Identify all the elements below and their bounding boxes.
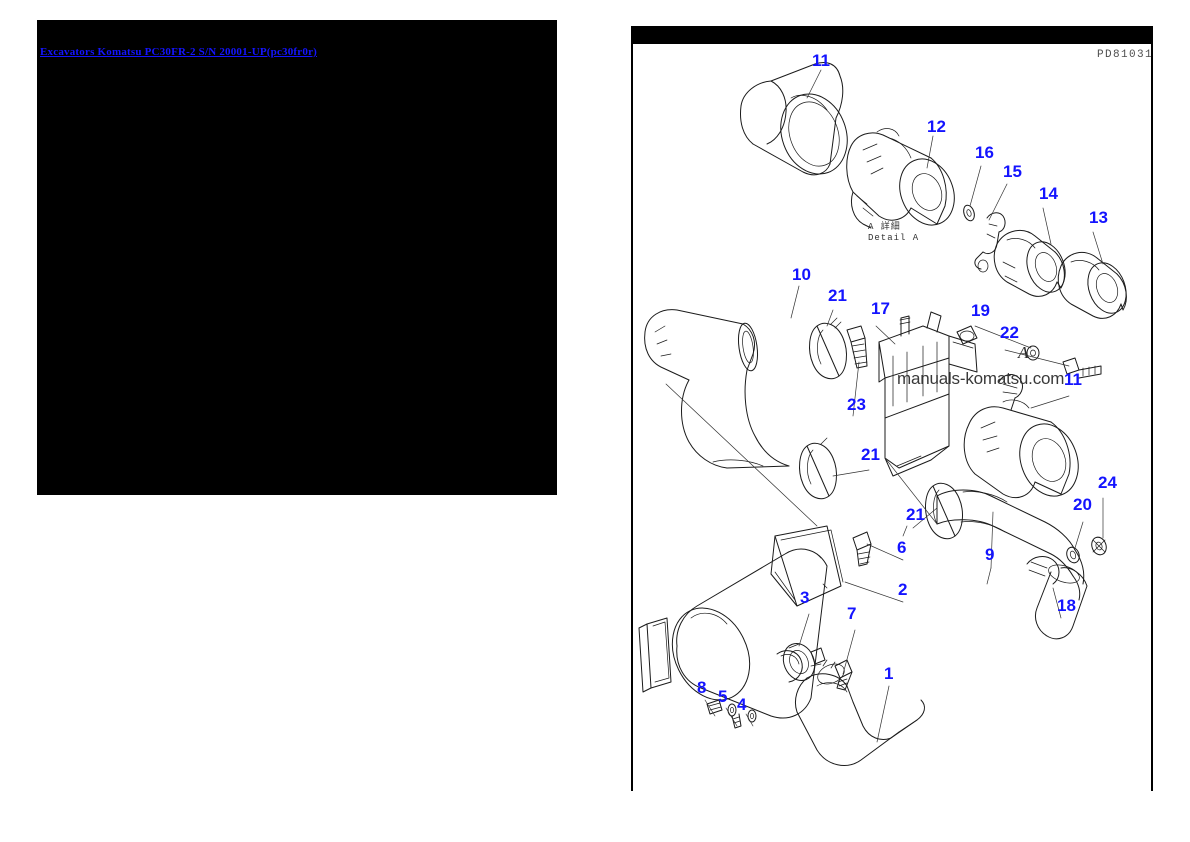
- part-4-washer: [748, 710, 756, 722]
- part-16-washer: [962, 204, 976, 222]
- callout-number-16: 16: [975, 143, 994, 162]
- callout-number-17: 17: [871, 299, 890, 318]
- muffler-assembly: [639, 549, 827, 718]
- part-20-small-clamp: [1065, 545, 1082, 564]
- callout-number-6: 6: [897, 538, 907, 557]
- callout-number-4: 4: [737, 695, 747, 714]
- callout-number-13: 13: [1089, 208, 1108, 227]
- callout-number-21: 21: [828, 286, 847, 305]
- callout-number-24: 24: [1098, 473, 1117, 492]
- callout-number-18: 18: [1057, 596, 1076, 615]
- section-marker-a-label: A: [1018, 343, 1029, 362]
- image-preview-panel: Excavators Komatsu PC30FR-2 S/N 20001-UP…: [37, 20, 557, 495]
- part-17-bracket-assembly: [879, 312, 977, 476]
- part-13-outer-element-cap: [1058, 252, 1133, 318]
- part-9-intake-hose-lower: [937, 490, 1084, 600]
- callout-number-2: 2: [898, 580, 908, 599]
- parts-diagram-frame: [631, 26, 1153, 791]
- callout-number-8: 8: [697, 678, 707, 697]
- part-21-hose-clamp-mid: [926, 483, 963, 538]
- callout-number-20: 20: [1073, 495, 1092, 514]
- callout-number-22: 22: [1000, 323, 1019, 342]
- part-22-bolt: [1063, 358, 1101, 378]
- part-8-bolt: [707, 700, 722, 714]
- callout-number-7: 7: [847, 604, 857, 623]
- callout-number-9: 9: [985, 545, 995, 564]
- leader-lines: [666, 70, 1103, 742]
- exhaust-and-air-cleaner-line-art: [631, 26, 1153, 791]
- part-21-hose-clamp-upper: [810, 318, 847, 379]
- part-10-intake-hose: [645, 310, 789, 468]
- callout-number-23: 23: [847, 395, 866, 414]
- callout-number-12: 12: [927, 117, 946, 136]
- part-6-bolt: [853, 532, 871, 566]
- part-5-washer: [728, 704, 741, 728]
- detail-a-note: A 詳細 Detail A: [868, 222, 920, 243]
- part-1-tail-pipe: [795, 660, 924, 765]
- callout-number-5: 5: [718, 687, 728, 706]
- diagram-top-bar: [631, 26, 1153, 44]
- part-21-hose-clamp-lower: [800, 438, 837, 499]
- callout-number-10: 10: [792, 265, 811, 284]
- callout-number-3: 3: [800, 588, 810, 607]
- callout-number-21: 21: [906, 505, 925, 524]
- part-14-air-filter-element: [994, 230, 1072, 297]
- callout-number-11: 11: [1064, 370, 1082, 389]
- part-19-nut: [1027, 346, 1039, 360]
- part-11-air-cleaner-body-lower: [964, 375, 1088, 505]
- callout-number-1: 1: [884, 664, 894, 683]
- callout-number-21: 21: [861, 445, 880, 464]
- drawing-number-label: PD81031: [1097, 49, 1154, 61]
- callout-number-19: 19: [971, 301, 990, 320]
- part-18-lower-hose-end: [1027, 557, 1087, 639]
- part-11-air-cleaner-body-top: [741, 63, 859, 184]
- part-3-clamp-ring: [778, 639, 825, 685]
- callout-number-11: 11: [812, 51, 830, 70]
- callout-number-14: 14: [1039, 184, 1058, 203]
- part-23-stud-bolt: [847, 326, 867, 368]
- catalog-breadcrumb-link[interactable]: Excavators Komatsu PC30FR-2 S/N 20001-UP…: [40, 46, 318, 58]
- part-15-wing-bolt: [975, 213, 1005, 272]
- part-12-air-cleaner-housing: [847, 129, 964, 234]
- site-watermark: manuals-komatsu.com: [897, 369, 1065, 388]
- callout-number-15: 15: [1003, 162, 1022, 181]
- part-24-bolt-washer: [1089, 535, 1108, 557]
